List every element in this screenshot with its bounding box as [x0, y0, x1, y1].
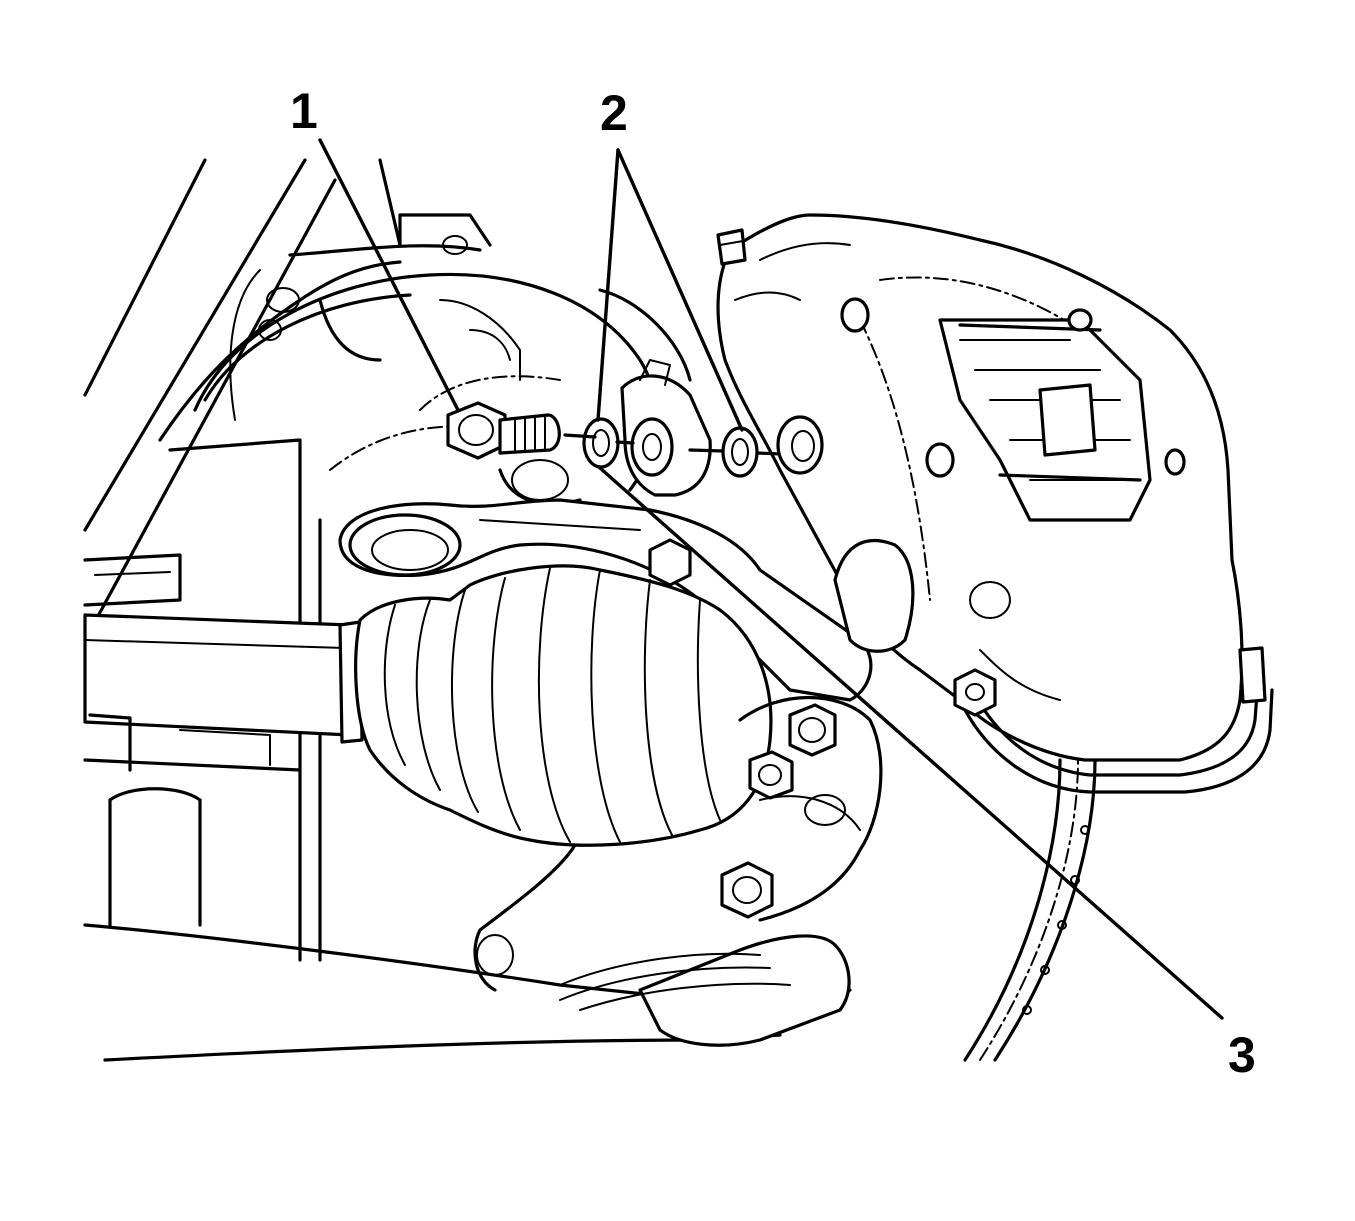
mounting-bolt — [446, 401, 561, 460]
leader-line-1 — [318, 138, 460, 412]
drive-axle — [83, 564, 773, 847]
washer-left — [582, 417, 620, 469]
upper-control-link — [338, 498, 873, 702]
caliper-mount-hole — [776, 415, 824, 475]
knuckle-bolt-lower — [748, 750, 794, 800]
leader-line-3 — [598, 466, 1224, 1020]
callout-3: 3 — [1228, 1027, 1256, 1083]
brake-rotor — [963, 758, 1097, 1062]
callout-1: 1 — [290, 83, 318, 139]
washer-right — [721, 426, 759, 478]
lower-control-arm — [83, 713, 852, 1062]
leader-line-2a — [596, 148, 620, 422]
leader-lines — [318, 138, 1224, 1020]
brake-hose — [953, 646, 1274, 794]
leader-line-2b — [616, 148, 744, 432]
chassis-frame — [83, 158, 492, 962]
brake-caliper — [716, 213, 1244, 762]
callout-2: 2 — [600, 85, 628, 141]
hose-fitting — [563, 359, 807, 497]
knuckle-bolt-upper — [788, 703, 837, 757]
link-bolt — [648, 538, 692, 587]
knuckle-bolt-bottom — [720, 861, 774, 919]
lower-knuckle — [473, 538, 883, 992]
steering-knuckle — [193, 272, 692, 506]
